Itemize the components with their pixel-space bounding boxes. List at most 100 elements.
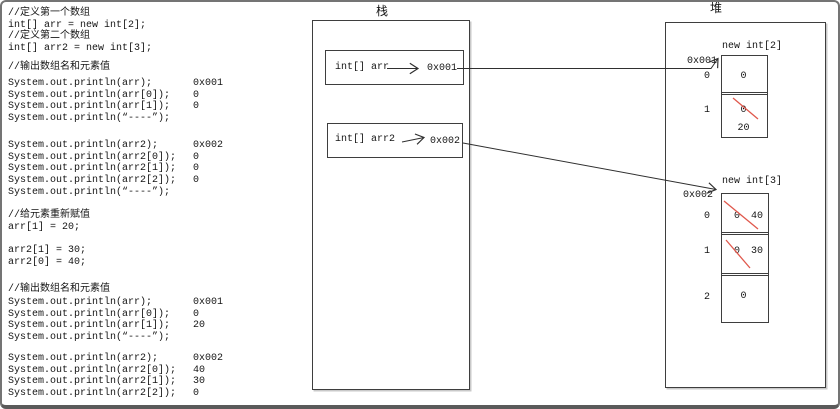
- code-text: System.out.println(arr2[2]);: [8, 175, 177, 187]
- heap-title: 堆: [710, 2, 723, 16]
- var-arr2-address: 0x002: [430, 136, 461, 147]
- code-line-row: System.out.println(“----”);: [8, 113, 300, 125]
- code-text: //输出数组名和元素值: [8, 284, 111, 295]
- cell-index: 1: [703, 105, 710, 116]
- code-line-row: System.out.println(arr[1]); 20: [8, 320, 300, 332]
- code-line-row: int[] arr2 = new int[3];: [8, 43, 300, 55]
- code-text: arr2[0] = 40;: [8, 256, 87, 268]
- var-arr-address: 0x001: [427, 63, 458, 74]
- code-block-comment-1: //输出数组名和元素值: [8, 62, 300, 74]
- code-text: System.out.println(arr2[0]);: [8, 364, 177, 376]
- code-text: arr[1] = 20;: [8, 221, 81, 233]
- code-line-row: System.out.println(arr[0]); 0: [8, 90, 300, 102]
- output-value: 30: [193, 376, 206, 388]
- code-text: System.out.println(“----”);: [8, 186, 171, 198]
- output-value: 40: [193, 364, 206, 376]
- output-value: 0: [193, 101, 200, 113]
- code-block-comment-2: //输出数组名和元素值: [8, 284, 300, 296]
- stack-var-arr2-box: [327, 123, 463, 158]
- code-text: System.out.println(arr);: [8, 78, 153, 89]
- cell-index: 0: [703, 71, 710, 82]
- code-text: System.out.println(arr);: [8, 297, 153, 308]
- code-line-row: //输出数组名和元素值: [8, 62, 300, 74]
- cell-old-value: 0: [733, 211, 740, 222]
- code-line-row: arr2[0] = 40;: [8, 257, 300, 269]
- code-text: int[] arr = new int[2];: [8, 19, 147, 31]
- cell-value: 40: [750, 211, 763, 222]
- code-line-row: System.out.println(arr2[0]); 40: [8, 365, 300, 377]
- code-text: System.out.println(arr2[0]);: [8, 151, 177, 163]
- cell-value: 0: [740, 71, 747, 82]
- code-line-row: //定义第一个数组: [8, 8, 300, 20]
- array-int2-box: [721, 55, 768, 138]
- output-value: 0x002: [193, 353, 224, 364]
- output-value: 0: [193, 163, 200, 175]
- code-text: System.out.println(arr2);: [8, 353, 159, 364]
- code-text: //定义第二个数组: [8, 31, 91, 43]
- code-line-row: arr2[1] = 30;: [8, 245, 300, 257]
- array-int3-address: 0x002: [682, 190, 713, 201]
- code-text: //定义第一个数组: [8, 8, 91, 19]
- cell-index: 1: [703, 246, 710, 257]
- code-line-row: System.out.println(arr2[2]); 0: [8, 388, 300, 400]
- code-line-row: //给元素重新赋值: [8, 210, 300, 222]
- output-value: 0x001: [193, 78, 224, 89]
- cell-old-value: 0: [733, 246, 740, 257]
- code-line-row: System.out.println(“----”);: [8, 187, 300, 199]
- code-line-row: System.out.println(arr[1]);0: [8, 101, 300, 113]
- code-block-reassign-arr2: arr2[1] = 30;arr2[0] = 40;: [8, 245, 300, 268]
- output-value: 0: [193, 151, 200, 163]
- code-line-row: System.out.println(arr2[0]); 0: [8, 152, 300, 164]
- code-line-row: System.out.println(arr2);0x002: [8, 140, 300, 152]
- cell-index: 2: [703, 292, 710, 303]
- code-text: int[] arr2 = new int[3];: [8, 43, 153, 55]
- code-line-row: System.out.println(arr[0]);0: [8, 309, 300, 321]
- cell-value: 30: [750, 246, 763, 257]
- code-text: System.out.println(arr2[1]);: [8, 376, 177, 388]
- output-value: 0: [193, 175, 200, 187]
- stack-title: 栈: [376, 5, 389, 19]
- code-line-row: arr[1] = 20;: [8, 222, 300, 234]
- code-line-row: System.out.println(“----”);: [8, 332, 300, 344]
- array-int2-address: 0x001: [686, 56, 717, 67]
- code-line-row: //定义第二个数组: [8, 31, 300, 43]
- code-text: //输出数组名和元素值: [8, 62, 111, 73]
- output-value: 0: [193, 388, 200, 400]
- code-text: //给元素重新赋值: [8, 210, 91, 221]
- code-line-row: //输出数组名和元素值: [8, 284, 300, 296]
- output-value: 0: [193, 89, 200, 101]
- array-int3-cell-2: [722, 273, 768, 322]
- code-text: System.out.println(arr[0]);: [8, 308, 171, 320]
- heap-box: [665, 22, 826, 388]
- output-value: 20: [193, 320, 206, 332]
- output-value: 0x001: [193, 297, 224, 308]
- output-value: 0x002: [193, 140, 224, 151]
- code-text: System.out.println(arr2[1]);: [8, 163, 177, 175]
- code-text: System.out.println(“----”);: [8, 332, 171, 344]
- var-arr2-name: int[] arr2: [335, 134, 396, 145]
- array-int3-cell-1: [722, 232, 768, 273]
- cell-index: 0: [703, 211, 710, 222]
- cell-value: 0: [740, 291, 747, 302]
- code-text: System.out.println(arr2[2]);: [8, 388, 177, 400]
- code-line-row: System.out.println(arr); 0x001: [8, 297, 300, 309]
- code-line-row: System.out.println(arr2[2]); 0: [8, 175, 300, 187]
- code-text: arr2[1] = 30;: [8, 245, 87, 256]
- code-line-row: int[] arr = new int[2];: [8, 20, 300, 32]
- stack-box: [312, 20, 470, 390]
- code-text: System.out.println(arr[0]);: [8, 89, 171, 101]
- code-line-row: System.out.println(arr); 0x001: [8, 78, 300, 90]
- cell-value: 20: [737, 123, 750, 134]
- array-int2-label: new int[2]: [722, 41, 783, 52]
- code-text: System.out.println(arr[1]);: [8, 320, 171, 332]
- code-text: System.out.println(“----”);: [8, 113, 171, 125]
- cell-old-value: 0: [740, 105, 747, 116]
- var-arr-name: int[] arr: [335, 62, 390, 73]
- array-int2-cell-1: [722, 92, 767, 137]
